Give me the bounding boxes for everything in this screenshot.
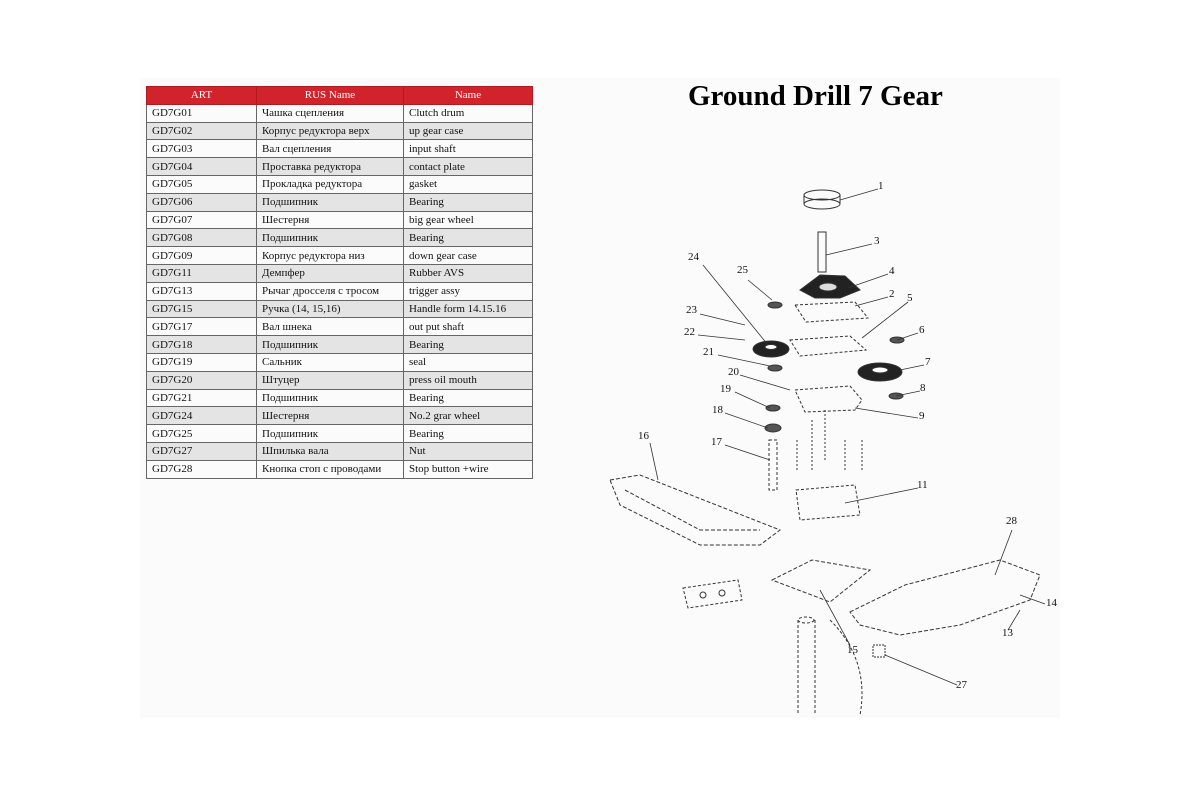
callout-label: 20	[728, 366, 739, 378]
callout-label: 4	[889, 265, 895, 277]
callout-label: 27	[956, 679, 967, 691]
cell-rus-name: Шпилька вала	[256, 441, 404, 461]
callout-label: 24	[688, 251, 699, 263]
callout-label: 19	[720, 383, 731, 395]
plate	[682, 579, 743, 609]
cell-name: Nut	[403, 441, 533, 461]
cell-art: GD7G21	[146, 388, 257, 408]
callout-label: 5	[907, 292, 913, 304]
handle-16	[609, 474, 782, 546]
diagram-title: Ground Drill 7 Gear	[688, 80, 943, 112]
cell-name: press oil mouth	[403, 370, 533, 390]
cell-art: GD7G04	[146, 157, 257, 176]
callout-label: 23	[686, 304, 697, 316]
callout-label: 25	[737, 264, 748, 276]
handle-15	[770, 559, 872, 603]
input-shaft	[817, 231, 827, 273]
rubber-avs	[795, 484, 861, 521]
callout-label: 28	[1006, 515, 1017, 527]
cell-rus-name: Ручка (14, 15,16)	[256, 299, 404, 319]
cell-art: GD7G25	[146, 424, 257, 443]
callout-label: 16	[638, 430, 649, 442]
cell-rus-name: Вал шнека	[256, 317, 404, 337]
cell-name: down gear case	[403, 246, 533, 265]
clutch-drum	[803, 189, 841, 210]
cell-art: GD7G20	[146, 370, 257, 390]
callout-label: 11	[917, 479, 928, 491]
cell-name: seal	[403, 352, 533, 372]
cell-name: big gear wheel	[403, 210, 533, 230]
cell-name: Handle form 14.15.16	[403, 299, 533, 319]
cell-name: Bearing	[403, 228, 533, 248]
cell-rus-name: Подшипник	[256, 424, 404, 443]
cell-name: No.2 grar wheel	[403, 406, 533, 426]
cell-art: GD7G15	[146, 299, 257, 319]
callout-label: 15	[847, 644, 858, 656]
callout-label: 17	[711, 436, 722, 448]
cell-name: Rubber AVS	[403, 263, 533, 283]
cell-rus-name: Сальник	[256, 352, 404, 372]
callout-label: 6	[919, 324, 925, 336]
callout-label: 9	[919, 410, 925, 422]
contact-plate	[799, 274, 861, 299]
cell-rus-name: Шестерня	[256, 406, 404, 426]
cell-name: Bearing	[403, 335, 533, 354]
cell-art: GD7G02	[146, 121, 257, 141]
cell-name: Bearing	[403, 192, 533, 212]
callout-label: 18	[712, 404, 723, 416]
handle-14	[849, 559, 1041, 636]
big-gear	[857, 362, 903, 382]
cell-name: up gear case	[403, 121, 533, 141]
cell-art: GD7G24	[146, 406, 257, 426]
callout-label: 21	[703, 346, 714, 358]
gear-case-down	[794, 385, 863, 413]
callout-label: 2	[889, 288, 895, 300]
cell-art: GD7G18	[146, 335, 257, 354]
output-shaft	[768, 439, 778, 491]
auger-tube	[797, 616, 863, 716]
cell-rus-name: Демпфер	[256, 263, 404, 283]
cell-rus-name: Корпус редуктора низ	[256, 246, 404, 265]
callout-label: 3	[874, 235, 880, 247]
callout-label: 7	[925, 356, 931, 368]
gasket	[789, 335, 868, 357]
callout-label: 13	[1002, 627, 1013, 639]
callout-label: 1	[878, 180, 884, 192]
nut-27	[872, 644, 886, 658]
leader-lines	[649, 188, 1046, 686]
cell-name: Stop button +wire	[403, 459, 533, 479]
callout-label: 22	[684, 326, 695, 338]
cell-art: GD7G11	[146, 263, 257, 283]
callout-label: 14	[1046, 597, 1057, 609]
bolts	[796, 410, 863, 472]
cell-art: GD7G03	[146, 139, 257, 159]
cell-rus-name: Кнопка стоп с проводами	[256, 459, 404, 479]
cell-rus-name: Подшипник	[256, 335, 404, 354]
header-rus-name: RUS Name	[256, 86, 404, 105]
gear-case-up	[794, 301, 869, 323]
gear-24	[752, 340, 790, 358]
callout-label: 8	[920, 382, 926, 394]
cell-art: GD7G07	[146, 210, 257, 230]
